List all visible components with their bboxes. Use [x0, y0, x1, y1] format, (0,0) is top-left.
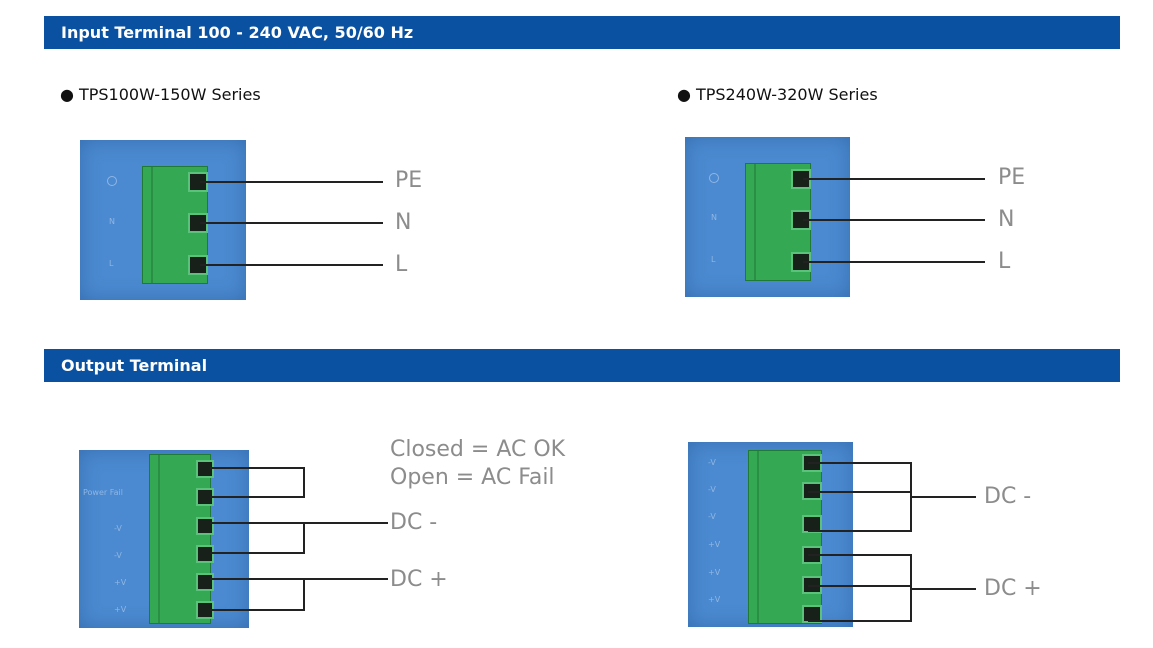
output-terminal-header: Output Terminal	[44, 349, 1120, 382]
panel-label-plus-v: +V	[114, 605, 127, 614]
wire-bracket-dc-minus	[303, 522, 305, 554]
wire-l	[803, 261, 985, 263]
wire-bracket-power-fail	[303, 467, 305, 498]
wire-n	[803, 219, 985, 221]
wire-dc-plus-2	[210, 609, 304, 611]
wire-dc-minus-3	[808, 530, 912, 532]
wire-label-pe: PE	[998, 165, 1026, 190]
earth-icon	[107, 176, 117, 186]
wire-power-fail-1	[210, 467, 304, 469]
panel-label-minus-v: -V	[708, 485, 716, 494]
panel-label-plus-v: +V	[114, 578, 127, 587]
wire-power-fail-2	[210, 496, 304, 498]
wire-dc-plus-1	[210, 578, 388, 580]
series-title-tps100w: ●TPS100W-150W Series	[60, 85, 261, 104]
terminal-slot-dc-minus-3	[802, 515, 822, 533]
input-terminal-header: Input Terminal 100 - 240 VAC, 50/60 Hz	[44, 16, 1120, 49]
panel-label-minus-v: -V	[708, 512, 716, 521]
bullet-icon: ●	[677, 85, 691, 104]
wire-dc-plus-3	[808, 620, 912, 622]
panel-label-power-fail: Power Fail	[83, 488, 123, 497]
wire-dc-minus-1	[210, 522, 388, 524]
wire-dc-minus-2	[808, 491, 912, 493]
output-terminal-photo-left: Power Fail -V -V +V +V	[79, 450, 249, 628]
output-terminal-photo-right: -V -V -V +V +V +V	[688, 442, 853, 627]
panel-label-plus-v: +V	[708, 568, 721, 577]
series-title-text: TPS100W-150W Series	[78, 85, 261, 104]
input-terminal-photo-left: N L	[80, 140, 246, 300]
wire-n	[200, 222, 383, 224]
terminal-block	[149, 454, 211, 624]
wire-label-l: L	[998, 249, 1011, 274]
wire-dc-minus-out	[910, 496, 976, 498]
label-dc-plus: DC +	[390, 567, 448, 592]
label-open-ac-fail: Open = AC Fail	[390, 465, 555, 490]
panel-label-plus-v: +V	[708, 540, 721, 549]
terminal-slot-dc-plus-3	[802, 605, 822, 623]
series-title-tps240w: ●TPS240W-320W Series	[677, 85, 878, 104]
wire-label-pe: PE	[395, 168, 423, 193]
wire-bracket-dc-plus	[303, 578, 305, 611]
terminal-slot-dc-minus-2	[196, 545, 214, 563]
wire-dc-minus-2	[210, 552, 304, 554]
label-dc-minus: DC -	[390, 510, 438, 535]
panel-label-n: N	[711, 213, 717, 222]
label-dc-plus: DC +	[984, 576, 1042, 601]
terminal-slot-dc-plus-1	[196, 573, 214, 591]
terminal-slot-dc-minus-1	[196, 517, 214, 535]
terminal-slot-power-fail-1	[196, 460, 214, 478]
label-closed-ac-ok: Closed = AC OK	[390, 437, 566, 462]
panel-label-minus-v: -V	[114, 551, 122, 560]
panel-label-minus-v: -V	[114, 524, 122, 533]
terminal-block	[748, 450, 822, 624]
series-title-text: TPS240W-320W Series	[695, 85, 878, 104]
wire-pe	[803, 178, 985, 180]
wire-pe	[200, 181, 383, 183]
panel-label-l: L	[711, 255, 716, 264]
wire-dc-minus-1	[808, 462, 912, 464]
wire-dc-plus-1	[808, 554, 912, 556]
bullet-icon: ●	[60, 85, 74, 104]
panel-label-n: N	[109, 217, 115, 226]
wire-label-n: N	[998, 207, 1015, 232]
panel-label-minus-v: -V	[708, 458, 716, 467]
wire-dc-plus-2	[808, 585, 912, 587]
panel-label-l: L	[109, 259, 114, 268]
earth-icon	[709, 173, 719, 183]
wire-dc-plus-out	[910, 588, 976, 590]
wire-label-n: N	[395, 210, 412, 235]
input-terminal-photo-right: N L	[685, 137, 850, 297]
wire-l	[200, 264, 383, 266]
label-dc-minus: DC -	[984, 484, 1032, 509]
wire-label-l: L	[395, 252, 408, 277]
panel-label-plus-v: +V	[708, 595, 721, 604]
